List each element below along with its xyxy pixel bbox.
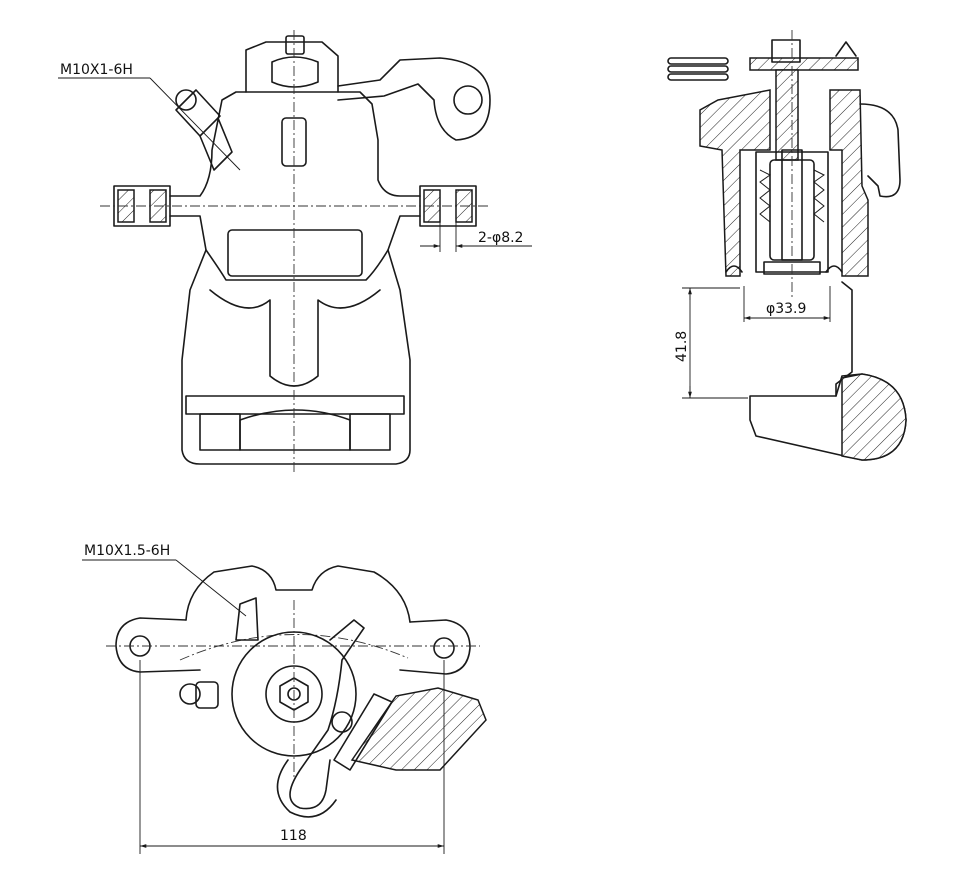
spring-icon — [667, 57, 729, 81]
parking-lever — [337, 57, 491, 141]
lever-top — [289, 619, 365, 810]
top-view: M10X1.5-6H 118 — [82, 543, 487, 854]
width-dim-label: 118 — [280, 828, 307, 844]
caliper-top-body — [185, 565, 411, 623]
mount-thread-label: M10X1.5-6H — [84, 543, 170, 559]
height-dim-label: 41.8 — [674, 331, 690, 362]
left-ear — [115, 617, 201, 673]
caliper-housing — [169, 91, 421, 465]
housing-window — [227, 229, 363, 277]
hole-spec-label: 2-φ8.2 — [478, 230, 523, 246]
bleeder-thread-label: M10X1-6H — [60, 62, 133, 78]
caliper-bridge — [859, 103, 901, 198]
right-ear — [399, 619, 471, 675]
front-view: M10X1-6H 2-φ8.2 — [58, 30, 532, 472]
section-view: φ33.9 41.8 — [667, 30, 907, 461]
caliper-body-section — [699, 89, 771, 277]
bleeder-port — [195, 681, 219, 709]
bleeder-screw — [175, 89, 233, 171]
bore-diameter-label: φ33.9 — [766, 301, 806, 317]
